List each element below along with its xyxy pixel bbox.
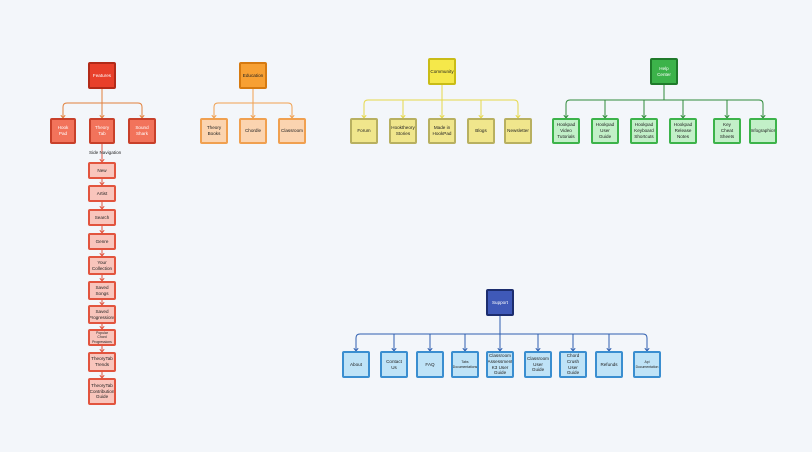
node-newsletter: Newsletter bbox=[504, 118, 532, 144]
node-sn6: Saved Songs bbox=[88, 281, 116, 300]
node-su7: Chord Crush User Guide bbox=[559, 351, 587, 378]
node-forum: Forum bbox=[350, 118, 378, 144]
connector-10 bbox=[213, 102, 219, 118]
node-sn10: TheoryTab Contribution Guide bbox=[88, 378, 116, 405]
node-madeinhookpad: Made in HookPad bbox=[428, 118, 456, 144]
connector-26 bbox=[513, 99, 519, 118]
node-su2: Contact Us bbox=[380, 351, 408, 378]
node-su9: Api Documentation bbox=[633, 351, 661, 378]
connector-40 bbox=[758, 99, 764, 118]
node-support: Support bbox=[486, 289, 514, 316]
node-sn9: TheoryTab Trends bbox=[88, 352, 116, 372]
node-hp1: Hookpad Video Tutorials bbox=[552, 118, 580, 144]
node-sn5: Your Collection bbox=[88, 256, 116, 275]
node-su4: Tabs Documentations bbox=[451, 351, 479, 378]
node-su8: Refunds bbox=[595, 351, 623, 378]
node-hp2: Hookpad User Guide bbox=[591, 118, 619, 144]
connector-14 bbox=[287, 102, 293, 118]
node-su3: FAQ bbox=[416, 351, 444, 378]
node-hookpad: Hook Pad bbox=[50, 118, 76, 144]
node-blogs: Blogs bbox=[467, 118, 495, 144]
node-community: Community bbox=[428, 58, 456, 85]
side-navigation-caption: Side Navigation bbox=[89, 150, 122, 155]
connector-2 bbox=[62, 102, 68, 118]
node-su1: About bbox=[342, 351, 370, 378]
connector-6 bbox=[137, 102, 143, 118]
node-sn7: Saved Progressions bbox=[88, 305, 116, 324]
node-sn3: Search bbox=[88, 209, 116, 226]
node-hp4: Hookpad Release Notes bbox=[669, 118, 697, 144]
connector-18 bbox=[363, 99, 369, 118]
connector-44 bbox=[355, 333, 361, 351]
connector-60 bbox=[642, 333, 648, 351]
node-features: Features bbox=[88, 62, 116, 89]
node-education: Education bbox=[239, 62, 267, 89]
node-theorytab: Theory Tab bbox=[89, 118, 115, 144]
node-su6: Classroom User Guide bbox=[524, 351, 552, 378]
node-su5: Classroom Assessment K3 User Guide bbox=[486, 351, 514, 378]
node-sn2: Artist bbox=[88, 185, 116, 202]
node-hp5: Key Cheat Sheets bbox=[713, 118, 741, 144]
node-theorybooks: Theory Books bbox=[200, 118, 228, 144]
node-sn4: Genre bbox=[88, 233, 116, 250]
node-hp3: Hookpad Keyboard Shortcuts bbox=[630, 118, 658, 144]
node-soundshark: Sound Shark bbox=[128, 118, 156, 144]
connector-30 bbox=[565, 99, 571, 118]
node-hookstories: Hooktheory Stories bbox=[389, 118, 417, 144]
node-chordle: Chordle bbox=[239, 118, 267, 144]
node-hp6: Infographics bbox=[749, 118, 777, 144]
node-classroom: Classroom bbox=[278, 118, 306, 144]
node-helpcenter: Help Center bbox=[650, 58, 678, 85]
node-sn1: New bbox=[88, 162, 116, 179]
node-sn8: Popular Chord Progressions bbox=[88, 329, 116, 346]
